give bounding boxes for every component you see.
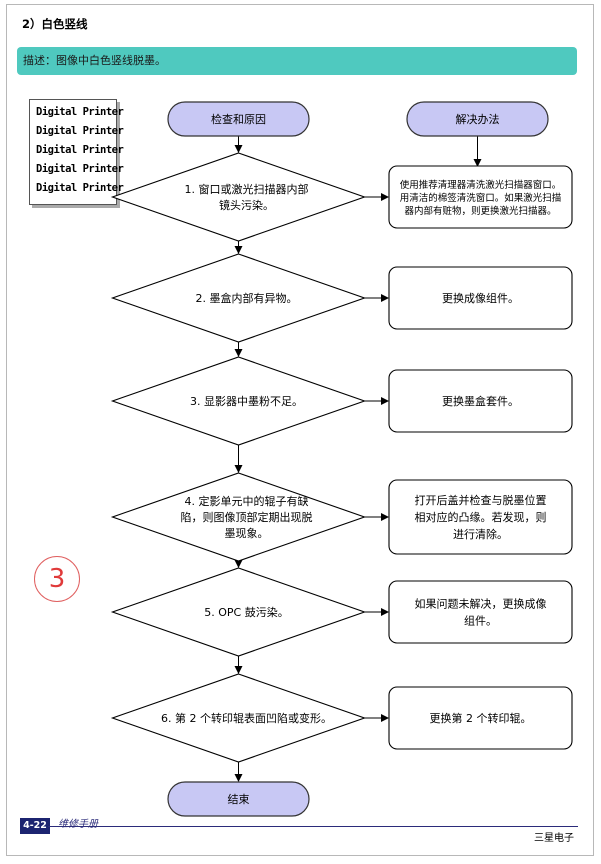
decision-diamond — [110, 472, 367, 562]
header-right-pill — [406, 101, 549, 137]
cause-text: 2. 墨盒内部有异物。 — [196, 291, 298, 305]
header-left-label: 检查和原因 — [211, 112, 266, 126]
description-bar: 描述：图像中白色竖线脱墨。 — [17, 47, 577, 75]
header-right-label: 解决办法 — [456, 112, 500, 126]
decision-diamond — [110, 673, 367, 763]
company-name: 三星电子 — [534, 833, 574, 844]
annotation-circle: 3 — [34, 556, 80, 602]
section-title: 2）白色竖线 — [22, 17, 88, 31]
page-frame — [6, 4, 594, 856]
solution-text: 打开后盖并检查与脱墨位置 — [415, 493, 547, 507]
cause-text: 墨现象。 — [225, 527, 269, 540]
end-label: 结束 — [228, 793, 250, 806]
flow-step: 5. OPC 鼓污染。 如果问题未解决，更换成像组件。 — [110, 567, 573, 657]
solution-text: 器内部有赃物，则更换激光扫描器。 — [404, 205, 556, 217]
logo-line: Digital Printer — [36, 182, 124, 194]
solution-text: 用清洁的棉签清洗窗口。如果激光扫描 — [400, 192, 562, 204]
solution-box — [388, 369, 573, 433]
digital-printer-logo: Digital Printer Digital Printer Digital … — [29, 99, 124, 205]
flow-step: 6. 第 2 个转印辊表面凹陷或变形。 更换第 2 个转印辊。 — [110, 673, 573, 763]
solution-text: 相对应的凸缘。若发现，则 — [415, 510, 547, 524]
cause-text: 6. 第 2 个转印辊表面凹陷或变形。 — [161, 711, 332, 725]
cause-text: 1. 窗口或激光扫描器内部 — [185, 182, 309, 196]
solution-box — [388, 266, 573, 330]
cause-text: 5. OPC 鼓污染。 — [204, 605, 288, 619]
solution-text: 更换成像组件。 — [442, 291, 519, 305]
cause-text: 3. 显影器中墨粉不足。 — [190, 395, 303, 408]
flow-step: 3. 显影器中墨粉不足。 更换墨盒套件。 — [110, 356, 573, 446]
logo-line: Digital Printer — [36, 106, 124, 118]
solution-text: 更换墨盒套件。 — [442, 394, 519, 408]
solution-box — [388, 686, 573, 750]
logo-line: Digital Printer — [36, 125, 124, 137]
solution-box — [388, 580, 573, 644]
decision-diamond — [110, 356, 367, 446]
solution-text: 组件。 — [464, 614, 497, 628]
solution-text: 更换第 2 个转印辊。 — [430, 711, 532, 725]
cause-text: 镜头污染。 — [219, 198, 274, 212]
flow-step: 2. 墨盒内部有异物。 更换成像组件。 — [110, 253, 573, 343]
manual-title: 维修手册 — [58, 819, 98, 830]
solution-text: 如果问题未解决，更换成像 — [415, 597, 547, 611]
solution-text: 使用推荐清理器清洗激光扫描器窗口。 — [400, 179, 562, 191]
logo-line: Digital Printer — [36, 163, 124, 175]
page-number: 4-22 — [20, 818, 50, 834]
solution-box — [388, 165, 573, 229]
header-left-pill — [167, 101, 310, 137]
footer-rule — [48, 826, 578, 827]
solution-text: 进行清除。 — [453, 527, 508, 541]
cause-text: 4. 定影单元中的辊子有缺 — [185, 494, 309, 508]
cause-text: 陷，则图像顶部定期出现脱 — [181, 510, 313, 524]
end-pill — [167, 781, 310, 817]
logo-line: Digital Printer — [36, 144, 124, 156]
decision-diamond — [110, 152, 367, 242]
decision-diamond — [110, 253, 367, 343]
solution-box — [388, 479, 573, 555]
decision-diamond — [110, 567, 367, 657]
